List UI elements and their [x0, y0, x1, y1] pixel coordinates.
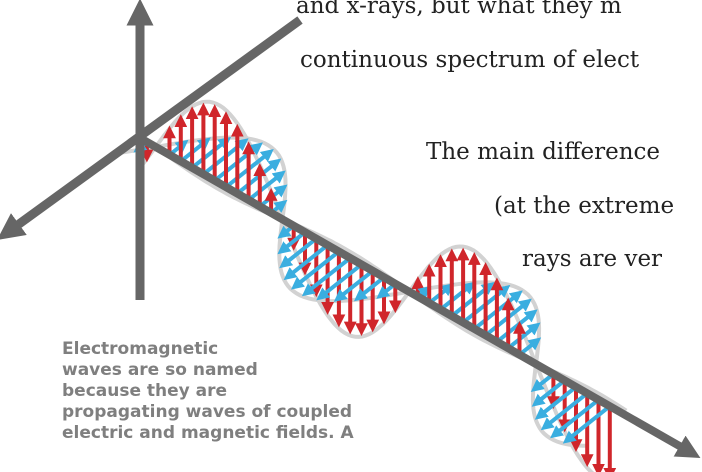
body-text-line-3: The main difference [426, 138, 660, 166]
body-text-line-2: continuous spectrum of elect [300, 46, 639, 74]
magnetic-field-arrow [338, 271, 373, 299]
body-text-line-1: and x-rays, but what they m [296, 0, 622, 20]
figure-caption: Electromagnetic waves are so named becau… [62, 339, 362, 444]
body-text-line-4: (at the extreme [494, 192, 674, 220]
body-text-line-5: rays are ver [522, 245, 662, 273]
magnetic-field-arrow [192, 140, 227, 168]
caption-line-4: propagating waves of coupled [62, 402, 362, 423]
caption-line-3: because they are [62, 381, 362, 402]
caption-line-2: waves are so named [62, 360, 362, 381]
caption-line-1: Electromagnetic [62, 339, 362, 360]
caption-line-5: electric and magnetic fields. A [62, 423, 362, 444]
